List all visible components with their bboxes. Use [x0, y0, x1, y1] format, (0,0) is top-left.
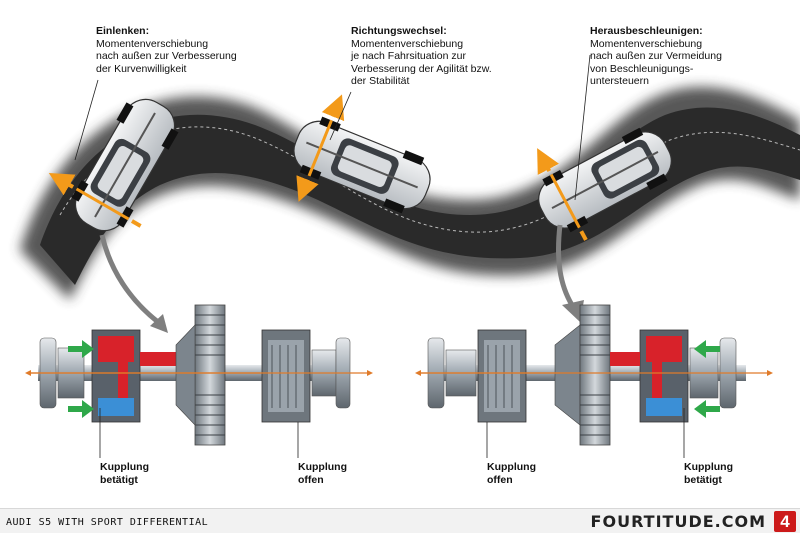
callout-line: der Stabilität — [351, 75, 410, 87]
car-icon — [293, 94, 431, 214]
pointer-arrow-left — [99, 234, 168, 333]
label-line: offen — [487, 473, 513, 486]
gear-icon — [579, 304, 611, 446]
callout-line: Verbesserung der Agilität bzw. — [351, 62, 492, 75]
label-left-engaged: Kupplung betätigt — [100, 461, 149, 486]
gear-icon — [194, 304, 226, 446]
differential-right — [415, 304, 773, 446]
footer-bar: AUDI S5 WITH SPORT DIFFERENTIAL FOURTITU… — [0, 508, 800, 533]
label-right-engaged: Kupplung betätigt — [684, 461, 733, 486]
callout-line: je nach Fahrsituation zur — [351, 50, 466, 62]
callout-line: nach außen zur Verbesserung — [96, 50, 237, 62]
label-line: Kupplung — [684, 461, 733, 473]
brand-badge: 4 — [774, 511, 796, 532]
footer-caption: AUDI S5 WITH SPORT DIFFERENTIAL — [6, 517, 209, 528]
leader-lines — [74, 54, 591, 201]
callout-line: Momentenverschiebung — [96, 37, 209, 50]
callout-title: Herausbeschleunigen: — [590, 25, 703, 37]
label-line: betätigt — [100, 473, 138, 486]
callout-line: Momentenverschiebung — [590, 37, 703, 50]
label-left-open: Kupplung offen — [298, 461, 347, 486]
label-line: betätigt — [684, 473, 722, 486]
callout-line: untersteuern — [590, 75, 649, 87]
brand-link[interactable]: FOURTITUDE.COM — [590, 512, 766, 531]
car-icon — [48, 98, 179, 232]
arrow-icon — [694, 340, 720, 418]
callout-einlenken: Einlenken: Momentenverschiebung nach auß… — [96, 25, 286, 75]
label-leaders — [99, 408, 685, 458]
callout-richtungswechsel: Richtungswechsel: Momentenverschiebung j… — [351, 25, 541, 88]
label-line: offen — [298, 473, 324, 486]
differential-left — [25, 304, 373, 446]
callout-line: nach außen zur Vermeidung — [590, 50, 722, 62]
pointer-arrow-right — [556, 224, 584, 322]
callout-line: Momentenverschiebung — [351, 37, 464, 50]
callout-title: Einlenken: — [96, 25, 150, 37]
label-right-open: Kupplung offen — [487, 461, 536, 486]
clutch-open-left — [261, 329, 311, 423]
callout-line: der Kurvenwilligkeit — [96, 62, 187, 75]
callout-title: Richtungswechsel: — [351, 25, 447, 37]
callout-line: von Beschleunigungs- — [590, 62, 694, 75]
label-line: Kupplung — [298, 461, 347, 473]
clutch-engaged-right — [610, 329, 689, 423]
label-line: Kupplung — [487, 461, 536, 473]
car-icon — [537, 127, 672, 241]
callout-herausbeschleunigen: Herausbeschleunigen: Momentenverschiebun… — [590, 25, 790, 88]
clutch-open-right — [477, 329, 527, 423]
clutch-engaged-left — [91, 329, 176, 423]
label-line: Kupplung — [100, 461, 149, 473]
arrow-icon — [68, 340, 94, 418]
